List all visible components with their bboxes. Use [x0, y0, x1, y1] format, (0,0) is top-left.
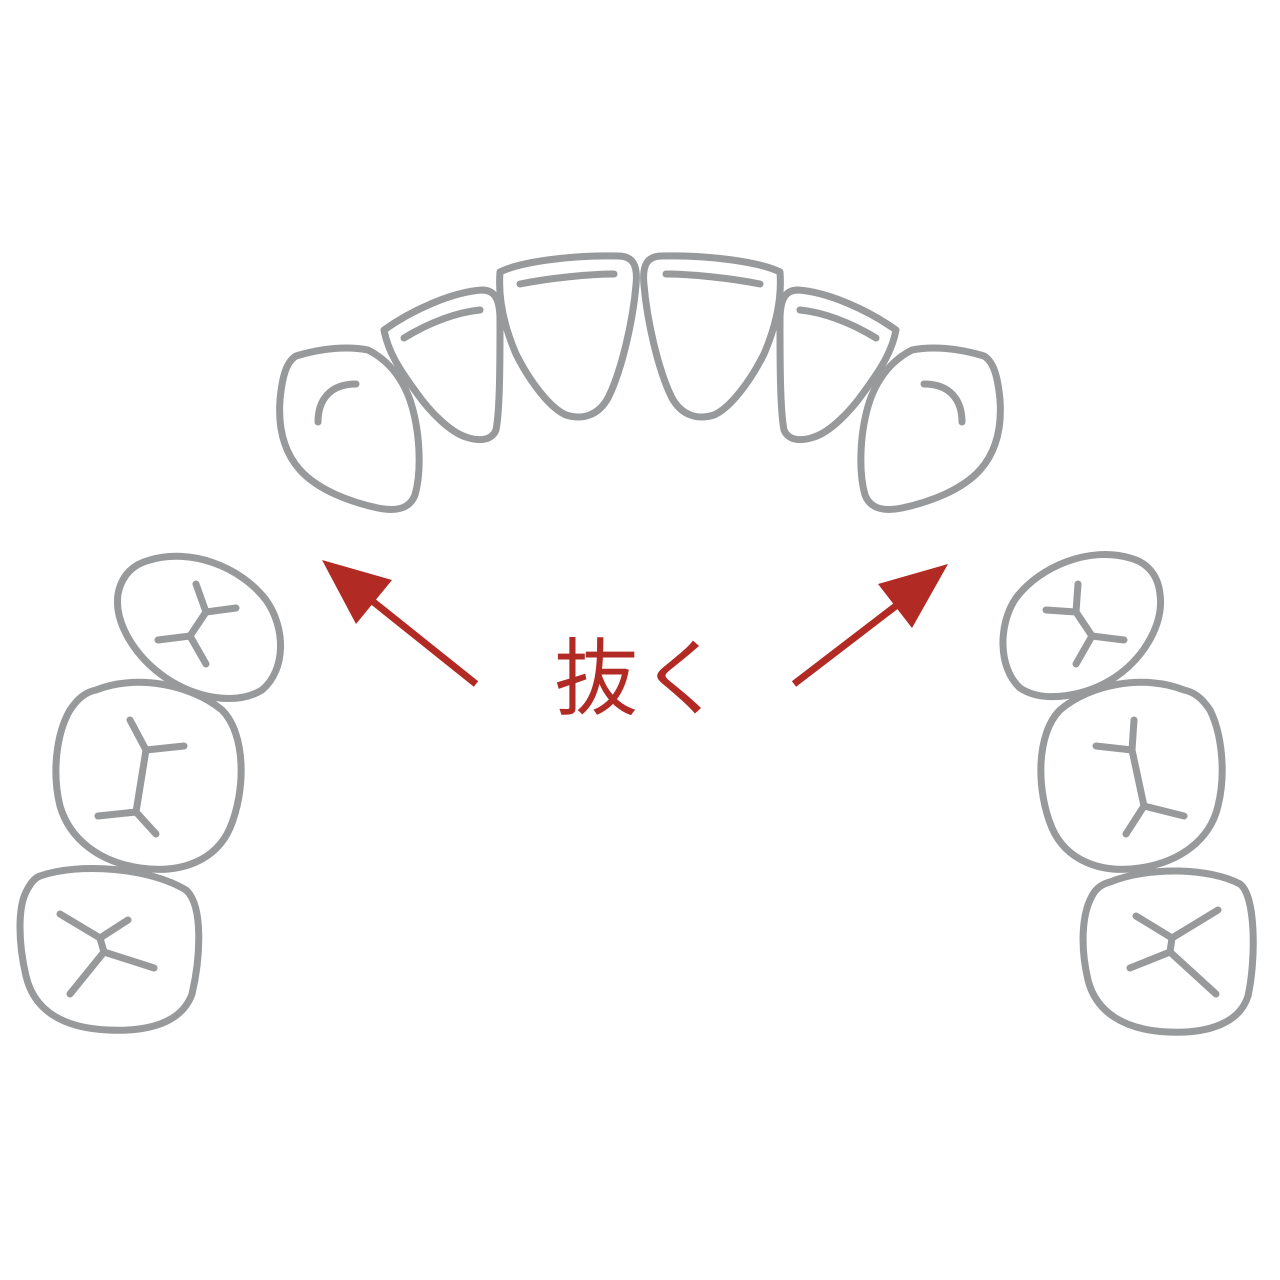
extraction-label: 抜く	[553, 630, 726, 728]
tooth-left-lateral-incisor	[380, 286, 504, 444]
tooth-right-molar-2	[1079, 867, 1257, 1036]
tooth-left-molar-1	[52, 678, 245, 873]
tooth-left-canine	[276, 344, 423, 513]
tooth-right-central-incisor	[640, 252, 784, 421]
tooth-left-premolar	[114, 552, 284, 703]
right-back-teeth	[999, 551, 1257, 1036]
left-back-teeth	[16, 552, 284, 1034]
tooth-right-lateral-incisor	[776, 286, 900, 444]
upper-front-teeth	[276, 252, 1004, 513]
tooth-left-molar-2	[16, 864, 203, 1034]
tooth-right-canine	[857, 344, 1004, 513]
arrow-right	[791, 564, 948, 687]
arrow-left	[322, 560, 479, 687]
tooth-right-premolar	[999, 551, 1165, 701]
tooth-right-molar-1	[1037, 678, 1226, 873]
tooth-left-central-incisor	[496, 252, 640, 421]
